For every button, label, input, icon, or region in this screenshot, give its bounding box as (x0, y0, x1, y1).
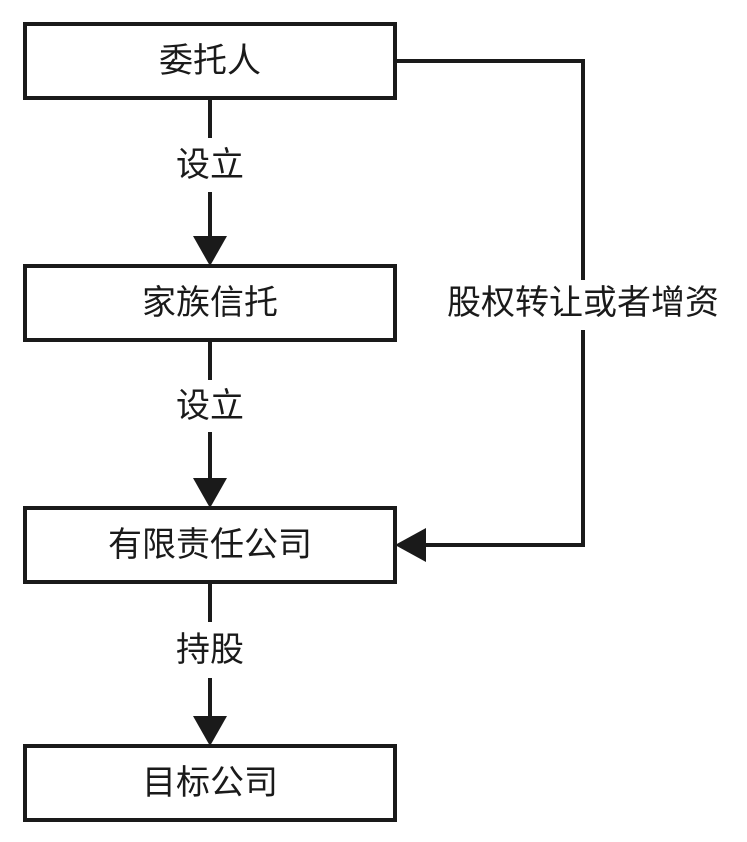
node-settlor-box (23, 22, 397, 100)
edge-llc-to-target: 持股 (176, 582, 244, 746)
edge-settlor-to-llc-line-lower (422, 330, 585, 547)
edge-llc-to-target-label: 持股 (176, 630, 244, 670)
edge-settlor-to-llc: 股权转让或者增资 (395, 59, 719, 562)
edge-settlor-to-trust-arrowhead (193, 236, 227, 266)
node-target-company: 目标公司 (23, 744, 397, 822)
node-target-company-label: 目标公司 (142, 763, 278, 803)
node-settlor: 委托人 (23, 22, 397, 100)
node-family-trust: 家族信托 (23, 264, 397, 342)
node-family-trust-box (23, 264, 397, 342)
edge-trust-to-llc: 设立 (176, 340, 244, 508)
node-family-trust-label: 家族信托 (142, 283, 278, 323)
edge-settlor-to-trust: 设立 (176, 98, 244, 266)
edge-settlor-to-llc-arrowhead (395, 528, 426, 562)
node-target-company-box (23, 744, 397, 822)
node-llc: 有限责任公司 (23, 506, 397, 584)
edge-llc-to-target-arrowhead (193, 716, 227, 746)
edge-trust-to-llc-arrowhead (193, 478, 227, 508)
edge-settlor-to-trust-label: 设立 (176, 145, 244, 185)
edge-settlor-to-llc-line-upper (395, 59, 585, 280)
edge-trust-to-llc-label: 设立 (176, 386, 244, 426)
edge-settlor-to-llc-label: 股权转让或者增资 (447, 283, 719, 323)
node-settlor-label: 委托人 (159, 41, 261, 81)
node-llc-label: 有限责任公司 (108, 525, 312, 565)
